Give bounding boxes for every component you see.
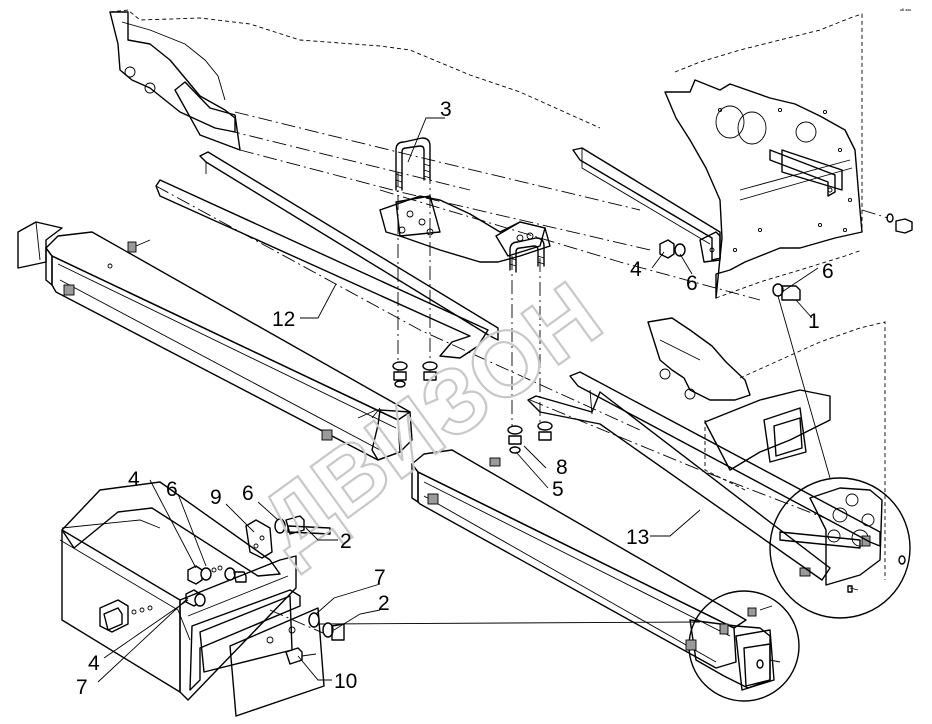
callout-10: 10: [334, 670, 357, 693]
callout-6-upper: 6: [686, 272, 698, 295]
upper-chassis-phantom: [109, 9, 761, 301]
plate-10: [229, 607, 345, 717]
callout-5: 5: [552, 478, 564, 501]
leader-upper-inset: [777, 295, 831, 479]
callout-1: 1: [808, 310, 820, 333]
bracket-9-and-bolt: [245, 515, 331, 559]
callout-leaders: [97, 117, 819, 683]
rail-12: [155, 151, 499, 359]
u-bolt-3: [395, 137, 431, 191]
fasteners-4-6-upper: [659, 239, 801, 301]
screw-upper-right: [861, 209, 913, 234]
callout-7-right: 7: [374, 566, 386, 589]
leader-lower-inset: [319, 621, 701, 625]
callout-2-upper: 2: [340, 530, 352, 553]
callout-6-bracket: 6: [242, 482, 254, 505]
nuts-upper: [392, 361, 438, 388]
callout-4-left: 4: [128, 468, 140, 491]
lower-left-assembly: [59, 481, 331, 701]
callout-6-right: 6: [822, 260, 834, 283]
detail-inset-lower-right: [685, 590, 800, 702]
rail-13: [527, 371, 881, 581]
right-light-bar: [411, 449, 747, 669]
callout-6-left: 6: [166, 478, 178, 501]
upper-rail-right: [572, 147, 721, 263]
callout-4-bottom: 4: [88, 652, 100, 675]
watermark-text: ДВИЗОН: [242, 263, 620, 576]
callout-9: 9: [210, 486, 222, 509]
callout-12: 12: [272, 308, 295, 331]
upper-plate-bracket: [769, 149, 836, 197]
fasteners-lower-left: [185, 565, 247, 607]
callout-2-lower: 2: [378, 592, 390, 615]
detail-inset-right: [769, 477, 911, 619]
u-bolt-lower: [509, 237, 545, 273]
callout-13: 13: [626, 526, 649, 549]
corner-mark: ᵃᴮ ᵃᵃᵃ: [900, 8, 911, 14]
callout-4-upper: 4: [630, 258, 642, 281]
callout-8: 8: [556, 456, 568, 479]
callout-7-bottom: 7: [76, 676, 88, 699]
nuts-lower: [507, 421, 553, 454]
upper-frame-plate: [664, 13, 863, 299]
callout-3: 3: [440, 98, 452, 121]
center-bracket: [379, 170, 551, 430]
